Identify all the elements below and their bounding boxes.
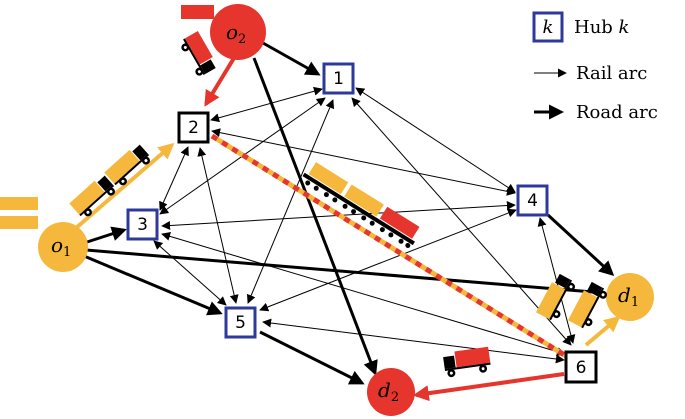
legend-rail: Rail arc xyxy=(534,63,647,84)
train-icon xyxy=(302,162,420,248)
node-d1-label: d1 xyxy=(618,283,639,310)
rail-arc-2-5 xyxy=(197,147,239,304)
svg-text:Rail arc: Rail arc xyxy=(576,63,647,84)
truck-icon xyxy=(104,144,150,186)
node-o2: o2 xyxy=(210,4,266,60)
truck-icon xyxy=(443,346,491,378)
hub-5: 5 xyxy=(224,306,257,339)
road-arc-4-d1 xyxy=(546,213,615,277)
svg-text:3: 3 xyxy=(137,215,148,235)
road-arc-o1-3 xyxy=(83,226,127,245)
container-icon xyxy=(0,197,38,210)
rail-arc-2-3 xyxy=(159,146,189,211)
hub-6: 6 xyxy=(564,350,598,384)
svg-text:k: k xyxy=(543,17,554,38)
truck-icon xyxy=(535,273,576,321)
road-arc-o1-2 xyxy=(74,142,175,230)
node-o1: o1 xyxy=(38,222,88,272)
svg-text:1: 1 xyxy=(333,69,344,89)
container-icon xyxy=(0,216,38,229)
node-d2-label: d2 xyxy=(378,378,399,405)
svg-text:6: 6 xyxy=(576,358,587,378)
hub-3: 3 xyxy=(126,208,159,241)
truck-icon xyxy=(181,30,216,76)
node-d1: d1 xyxy=(606,273,654,321)
road-arc-o1-d1 xyxy=(85,248,606,295)
road-arc-o1-5 xyxy=(83,254,223,316)
road-arc-o2-2 xyxy=(204,56,236,107)
road-arc-6-d1 xyxy=(584,315,621,347)
truck-icon xyxy=(567,281,608,329)
route-2-6-red xyxy=(210,133,568,359)
hub-2: 2 xyxy=(177,111,210,144)
road-arc-6-d2 xyxy=(412,372,565,402)
svg-text:5: 5 xyxy=(235,313,246,333)
legend-hub: k Hub k xyxy=(532,11,629,43)
container-icon xyxy=(181,5,214,19)
rail-arc-4-5 xyxy=(259,208,517,312)
road-arc-5-d2 xyxy=(259,330,365,385)
truck-icon xyxy=(69,175,115,217)
rail-arc-5-6 xyxy=(262,318,565,364)
svg-text:4: 4 xyxy=(527,191,538,211)
legend-road: Road arc xyxy=(534,102,658,123)
hub-4: 4 xyxy=(516,184,549,217)
hub-1: 1 xyxy=(322,62,355,95)
road-arc-o2-1 xyxy=(262,41,321,76)
road-arc-o2-d2 xyxy=(252,57,378,376)
node-o2-label: o2 xyxy=(226,20,246,47)
rail-arc-3-6 xyxy=(161,231,566,357)
legend: k Hub k Rail arc Road arc xyxy=(532,11,658,123)
node-d2: d2 xyxy=(367,368,415,416)
rail-arc-3-5 xyxy=(153,240,227,306)
road-arcs xyxy=(83,41,615,385)
legend-hub-label: Hub k xyxy=(574,17,629,38)
svg-text:Road arc: Road arc xyxy=(576,102,658,123)
svg-text:2: 2 xyxy=(188,118,199,138)
colored-routes xyxy=(74,56,621,402)
node-o1-label: o1 xyxy=(51,233,71,260)
